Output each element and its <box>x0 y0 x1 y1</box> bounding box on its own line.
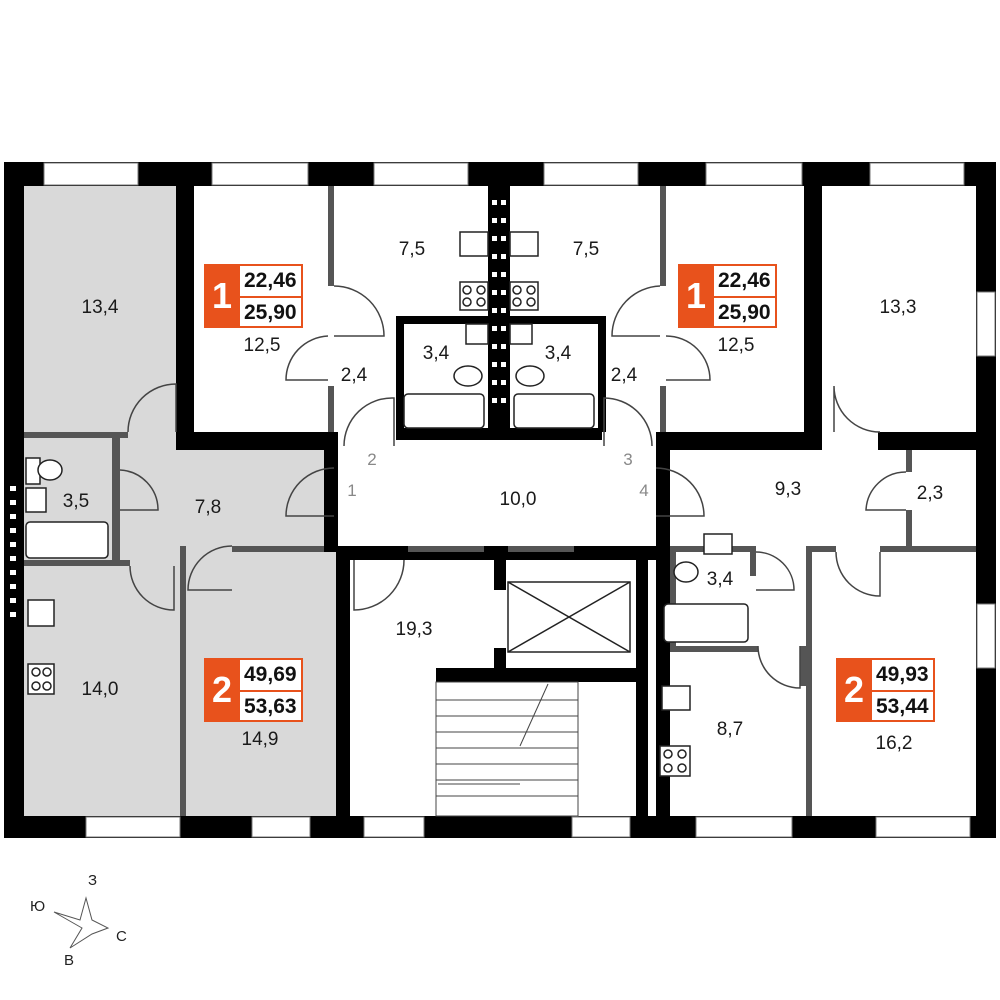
apartment-living-area: 49,69 <box>240 660 301 692</box>
room-area: 7,8 <box>194 497 222 518</box>
apartment-badge[interactable]: 1 22,46 25,90 <box>204 264 303 328</box>
apartment-badge[interactable]: 2 49,69 53,63 <box>204 658 303 722</box>
fixtures <box>25 231 749 777</box>
elevator-shaft <box>507 581 631 653</box>
apartment-living-area: 49,93 <box>872 660 933 692</box>
room-area: 7,5 <box>398 239 426 260</box>
apartment-total-area: 53,63 <box>244 695 297 718</box>
room-area: 14,9 <box>241 729 279 750</box>
apartment-rooms: 2 <box>836 658 872 722</box>
apartment-rooms: 1 <box>678 264 714 328</box>
room-area: 13,3 <box>879 297 917 318</box>
entrance-number: 1 <box>347 481 357 500</box>
door-swings <box>119 285 907 689</box>
apartment-living-area: 22,46 <box>714 266 775 298</box>
compass-west-label: Ю <box>30 898 46 915</box>
room-area: 3,4 <box>544 343 572 364</box>
staircase <box>435 681 579 817</box>
room-area: 13,4 <box>81 297 119 318</box>
windows <box>43 162 996 838</box>
compass-north-label: З <box>88 872 98 889</box>
room-area: 2,4 <box>340 365 368 386</box>
apartment-badge[interactable]: 2 49,93 53,44 <box>836 658 935 722</box>
room-area: 10,0 <box>499 489 537 510</box>
apartment-total-area: 25,90 <box>244 301 297 324</box>
apartment-rooms: 1 <box>204 264 240 328</box>
room-area: 12,5 <box>243 335 281 356</box>
apartment-badge[interactable]: 1 22,46 25,90 <box>678 264 777 328</box>
room-area: 16,2 <box>875 733 913 754</box>
room-area: 2,3 <box>916 483 944 504</box>
room-area: 7,5 <box>572 239 600 260</box>
compass-south-label: В <box>64 952 75 969</box>
apartment-total-area: 53,44 <box>876 695 929 718</box>
entrance-number: 4 <box>639 481 649 500</box>
room-area: 3,4 <box>706 569 734 590</box>
room-area: 9,3 <box>774 479 802 500</box>
room-area: 14,0 <box>81 679 119 700</box>
apartment-living-area: 22,46 <box>240 266 301 298</box>
room-area: 3,5 <box>62 491 90 512</box>
partitions <box>24 186 976 816</box>
apartment-rooms: 2 <box>204 658 240 722</box>
room-area: 2,4 <box>610 365 638 386</box>
compass-rose <box>53 896 110 949</box>
vent-shafts <box>10 200 653 715</box>
room-area: 19,3 <box>395 619 433 640</box>
room-area: 8,7 <box>716 719 744 740</box>
entrance-number: 3 <box>623 450 633 469</box>
apartment-total-area: 25,90 <box>718 301 771 324</box>
room-area: 3,4 <box>422 343 450 364</box>
entrance-number: 2 <box>367 450 377 469</box>
compass-east-label: С <box>116 928 127 945</box>
room-area: 12,5 <box>717 335 755 356</box>
